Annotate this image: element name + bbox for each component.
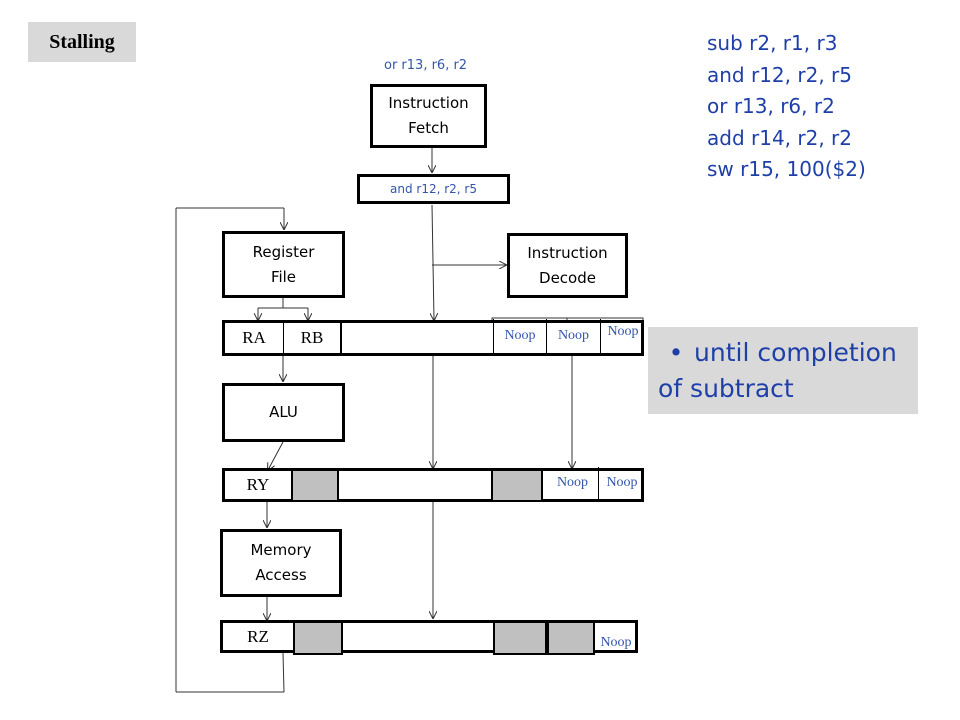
rarb-latch: RA RB Noop Noop Noop bbox=[222, 319, 644, 356]
bullet-icon: • bbox=[668, 338, 684, 367]
ry-latch: RY Noop Noop bbox=[222, 467, 644, 502]
code-line: and r12, r2, r5 bbox=[707, 62, 852, 87]
memory-access-stage: Memory Access bbox=[220, 529, 342, 597]
register-file-stage: Register File bbox=[222, 231, 345, 298]
wire-loop-bottom bbox=[282, 652, 285, 693]
rz-stall-bubble-3 bbox=[547, 621, 595, 655]
noop-rz-1: Noop bbox=[600, 635, 632, 650]
ry-stall-bubble-1 bbox=[291, 469, 339, 502]
code-line: sub r2, r1, r3 bbox=[707, 31, 838, 55]
rz-latch: RZ Noop bbox=[220, 620, 638, 655]
callout-line-1: • until completion bbox=[658, 335, 918, 371]
wire-alu-ry bbox=[268, 441, 284, 470]
ifid-latch: and r12, r2, r5 bbox=[357, 174, 510, 204]
noop-rarb-1: Noop bbox=[493, 319, 547, 353]
code-line: add r14, r2, r2 bbox=[707, 125, 852, 150]
rz-stall-bubble-1 bbox=[293, 621, 343, 655]
code-line: sw r15, 100($2) bbox=[707, 157, 866, 181]
noop-rarb-3: Noop bbox=[607, 324, 639, 339]
callout-panel: • until completion of subtract bbox=[648, 327, 918, 414]
noop-ry-2: Noop bbox=[606, 475, 638, 490]
ra-cell: RA bbox=[225, 323, 284, 353]
instruction-fetch-stage: Instruction Fetch bbox=[370, 84, 487, 148]
fetch-instruction-label: or r13, r6, r2 bbox=[384, 58, 468, 73]
slide-title: Stalling bbox=[28, 22, 136, 62]
instruction-decode-stage: Instruction Decode bbox=[507, 233, 628, 298]
ry-stall-bubble-2 bbox=[491, 469, 543, 502]
noop-rarb-2: Noop bbox=[547, 319, 601, 353]
alu-stage: ALU bbox=[222, 383, 345, 442]
rz-stall-bubble-2 bbox=[493, 621, 547, 655]
rb-cell: RB bbox=[284, 323, 342, 353]
callout-text-2: of subtract bbox=[658, 374, 794, 403]
instruction-sequence: sub r2, r1, r3 and r12, r2, r5 or r13, r… bbox=[707, 28, 866, 186]
code-line: or r13, r6, r2 bbox=[707, 94, 835, 118]
ry-cell: RY bbox=[246, 475, 270, 494]
wire-ifid-down bbox=[432, 204, 434, 320]
noop-ry-1: Noop bbox=[547, 467, 599, 499]
rz-cell: RZ bbox=[247, 626, 269, 646]
callout-text-1: until completion bbox=[694, 338, 897, 367]
